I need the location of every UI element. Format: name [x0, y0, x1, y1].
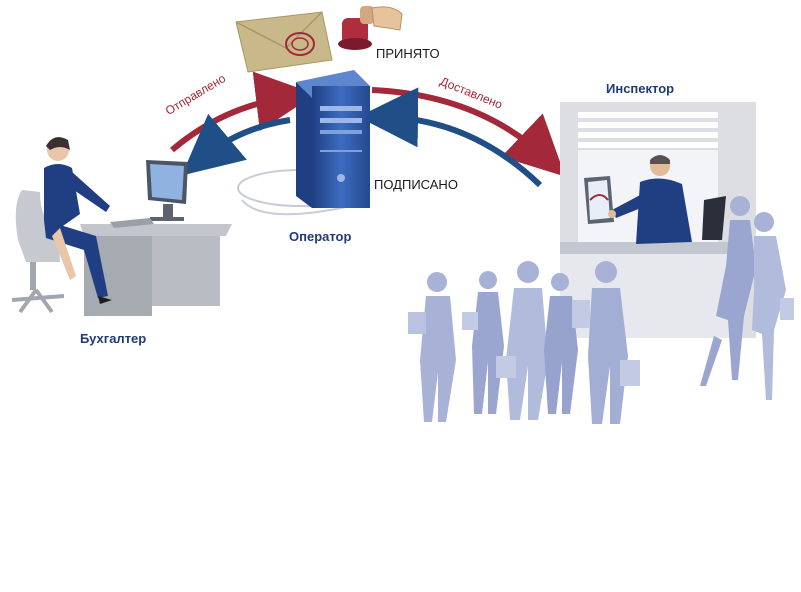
stamp-illustration [338, 6, 403, 50]
accountant-illustration [11, 137, 232, 316]
arrow-delivered [371, 87, 566, 177]
envelope-illustration [235, 11, 333, 73]
label-prinyato: ПРИНЯТО [376, 46, 440, 61]
crowd-illustration [408, 196, 794, 424]
arrow-return-to-operator [358, 87, 543, 188]
label-podpisano: ПОДПИСАНО [374, 177, 458, 192]
arrows [170, 71, 566, 188]
server-illustration [237, 70, 370, 216]
label-bukhgalter: Бухгалтер [80, 331, 147, 346]
label-inspektor: Инспектор [606, 81, 675, 96]
arrow-return-to-accountant [181, 113, 291, 176]
label-operator: Оператор [289, 229, 352, 244]
